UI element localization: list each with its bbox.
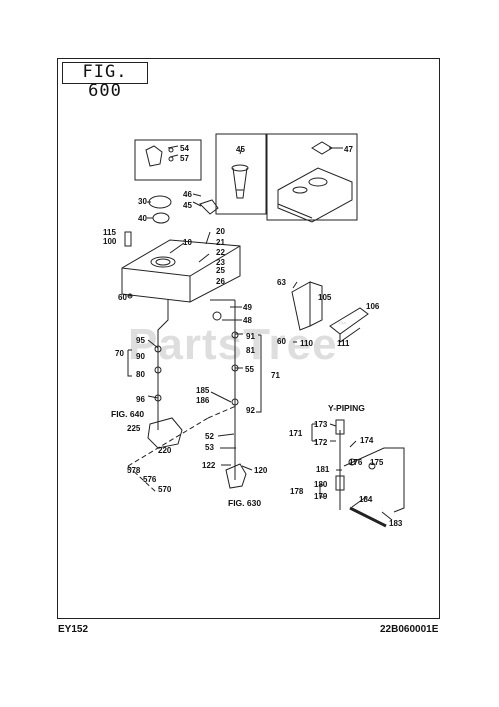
callout-175: 175: [370, 458, 384, 467]
callout-110: 110: [300, 339, 313, 348]
fuel-filter: [152, 212, 170, 224]
fuel-tank: [121, 239, 241, 303]
callout-183: 183: [389, 519, 403, 528]
callout-120: 120: [254, 466, 268, 475]
callout-570: 570: [158, 485, 172, 494]
fuel-cap: [148, 195, 172, 209]
bracket-105: [291, 281, 311, 331]
callout-172: 172: [314, 438, 328, 447]
callout-21: 21: [216, 238, 225, 247]
callout-71: 71: [271, 371, 280, 380]
y-piping-title: Y-PIPING: [328, 403, 365, 413]
strainer-icon: [231, 164, 249, 172]
callout-105: 105: [318, 293, 332, 302]
callout-95: 95: [136, 336, 145, 345]
callout-178: 178: [290, 487, 304, 496]
bracket-106: [329, 307, 369, 335]
pipe-183: [343, 447, 405, 513]
callout-171: 171: [289, 429, 303, 438]
callout-70: 70: [115, 349, 124, 358]
callout-173: 173: [314, 420, 328, 429]
inset-box-strainer: [215, 133, 267, 215]
diagram-code: 22B060001E: [380, 624, 439, 635]
callout-60-bracket: 60: [277, 337, 286, 346]
callout-179: 179: [314, 492, 328, 501]
fuel-cock: [225, 463, 247, 489]
callout-46: 46: [183, 190, 192, 199]
callout-185: 185: [196, 386, 210, 395]
callout-23: 23: [216, 258, 225, 267]
callout-25: 25: [216, 266, 225, 275]
callout-578: 578: [127, 466, 141, 475]
callout-22: 22: [216, 248, 225, 257]
hose-184: [349, 506, 387, 528]
callout-40: 40: [138, 214, 147, 223]
callout-96: 96: [136, 395, 145, 404]
tank-cover-part: [277, 167, 353, 223]
callout-48: 48: [243, 316, 252, 325]
callout-225: 225: [127, 424, 141, 433]
watermark: PartsTree™: [128, 320, 348, 370]
watermark-text: PartsTree: [128, 320, 338, 369]
callout-91: 91: [246, 332, 255, 341]
callout-52: 52: [205, 432, 214, 441]
figure-label: FIG. 600: [62, 62, 148, 101]
callout-220: 220: [158, 446, 172, 455]
callout-186: 186: [196, 396, 210, 405]
callout-81: 81: [246, 346, 255, 355]
callout-100: 100: [103, 237, 117, 246]
callout-54: 54: [180, 144, 189, 153]
ref-fig-630: FIG. 630: [228, 498, 261, 508]
inset-box-cap-parts: [134, 139, 202, 181]
inset-box-cover: [266, 133, 358, 221]
callout-26: 26: [216, 277, 225, 286]
callout-180: 180: [314, 480, 328, 489]
callout-53: 53: [205, 443, 214, 452]
callout-55: 55: [245, 365, 254, 374]
callout-176: 176: [349, 458, 363, 467]
model-code: EY152: [58, 624, 89, 635]
callout-60: 60: [118, 293, 127, 302]
callout-30: 30: [138, 197, 147, 206]
carburetor: [147, 417, 183, 449]
callout-80: 80: [136, 370, 145, 379]
callout-10: 10: [183, 238, 192, 247]
callout-47: 47: [344, 145, 353, 154]
bracket-46: [199, 199, 219, 215]
callout-92: 92: [246, 406, 255, 415]
watermark-tm: ™: [337, 320, 348, 330]
callout-45-bracket: 45: [183, 201, 192, 210]
callout-181: 181: [316, 465, 330, 474]
fuel-cap-part: [145, 145, 163, 167]
callout-49: 49: [243, 303, 252, 312]
callout-63: 63: [277, 278, 286, 287]
figure-frame: [57, 58, 440, 619]
ref-fig-640: FIG. 640: [111, 409, 144, 419]
callout-184: 184: [359, 495, 373, 504]
callout-174: 174: [360, 436, 374, 445]
callout-45: 45: [236, 145, 245, 154]
callout-576: 576: [143, 475, 157, 484]
callout-115: 115: [103, 228, 116, 237]
callout-111: 111: [337, 339, 350, 348]
callout-90: 90: [136, 352, 145, 361]
callout-106: 106: [366, 302, 380, 311]
callout-57: 57: [180, 154, 189, 163]
callout-122: 122: [202, 461, 216, 470]
callout-20: 20: [216, 227, 225, 236]
